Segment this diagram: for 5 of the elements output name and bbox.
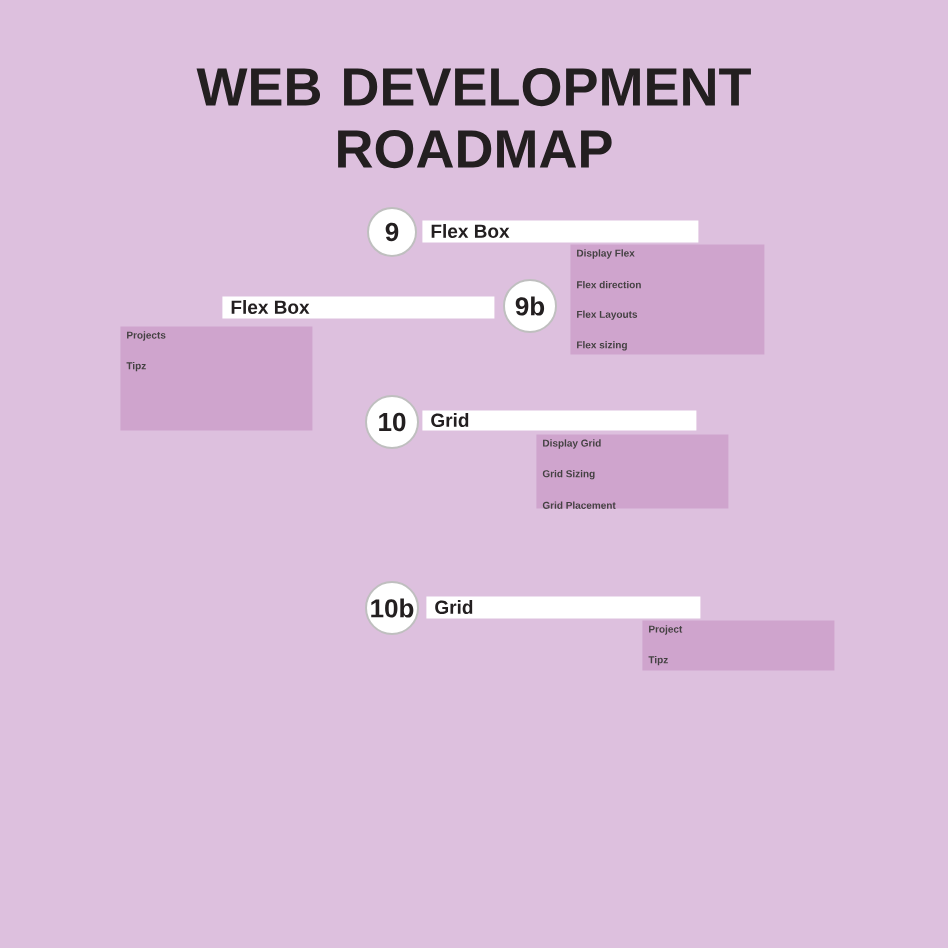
title-bar: Flex Box	[422, 220, 699, 243]
title-bar: Flex Box	[222, 296, 495, 319]
title-bar: Grid	[426, 596, 701, 619]
title: WEB DEVELOPMENT ROADMAP	[196, 67, 751, 169]
title-bar: Grid	[422, 410, 697, 431]
